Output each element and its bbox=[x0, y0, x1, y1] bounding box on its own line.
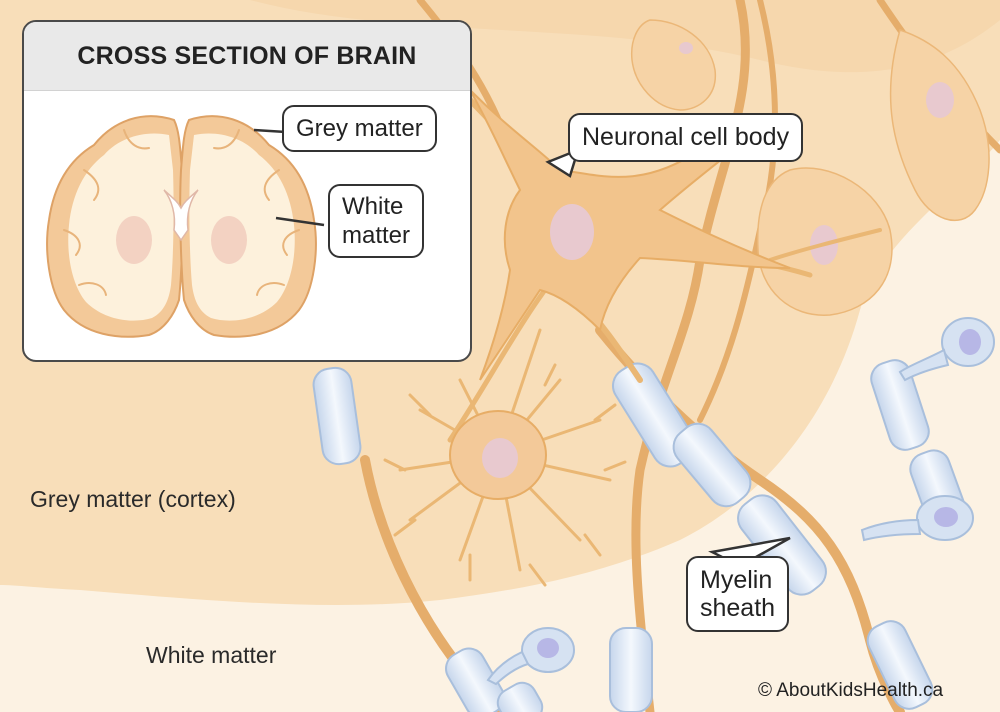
myelin-sheath-line2: sheath bbox=[700, 594, 776, 622]
neuronal-cell-body-label: Neuronal cell body bbox=[568, 113, 804, 162]
neuron-nucleus bbox=[550, 204, 594, 260]
white-matter-label: White matter bbox=[146, 642, 277, 668]
star-neuron-nucleus bbox=[482, 438, 518, 478]
inset-title: CROSS SECTION OF BRAIN bbox=[24, 22, 470, 91]
ventricles bbox=[163, 189, 199, 242]
myelin-sheath-segments bbox=[312, 359, 971, 712]
brain-cross-section-inset: CROSS SECTION OF BRAIN Grey matter White… bbox=[22, 20, 472, 362]
copyright-text: © AboutKidsHealth.ca bbox=[758, 680, 944, 701]
inset-white-matter-line2: matter bbox=[342, 222, 411, 249]
myelin-sheath-line1: Myelin bbox=[700, 566, 773, 594]
white-matter-pointer bbox=[275, 216, 325, 227]
inset-white-matter-label: White matter bbox=[328, 184, 425, 258]
glial-cells bbox=[486, 317, 995, 686]
grey-matter-cortex-label: Grey matter (cortex) bbox=[30, 486, 236, 512]
inset-grey-matter-label: Grey matter bbox=[282, 105, 437, 152]
inset-white-matter-line1: White bbox=[342, 193, 404, 220]
glial-nuclei bbox=[537, 329, 981, 658]
grey-matter-pointer bbox=[253, 128, 287, 134]
brain-cross-section-image bbox=[46, 115, 325, 338]
myelin-sheath-label: Myelin sheath bbox=[686, 556, 790, 632]
